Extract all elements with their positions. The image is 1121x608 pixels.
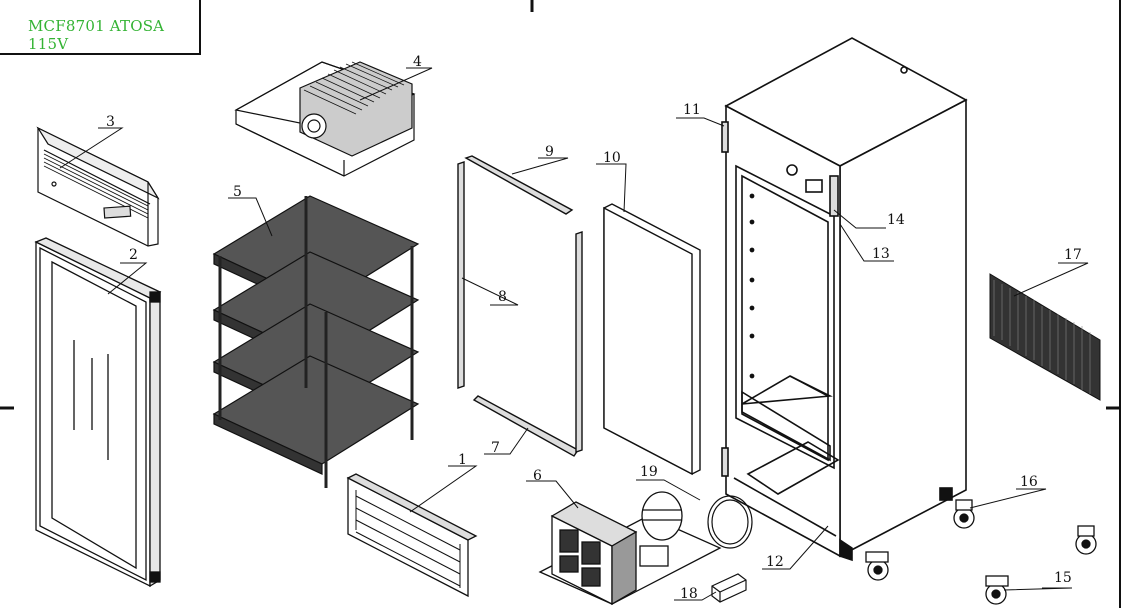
callout-9: 9 [545, 144, 554, 160]
caster-a [953, 499, 975, 529]
caster-d [985, 575, 1009, 605]
caster-b [1075, 525, 1097, 555]
callout-4: 4 [413, 54, 422, 70]
callout-13: 13 [872, 246, 890, 262]
callout-12: 12 [766, 554, 784, 570]
part-wire-shelves [212, 195, 420, 488]
part-condensing-unit [538, 491, 722, 606]
callout-14: 14 [887, 212, 905, 228]
part-casters [865, 499, 1097, 605]
title-block: MCF8701 ATOSA 115V [0, 0, 201, 55]
part-control-panel [36, 126, 160, 247]
callout-19: 19 [640, 464, 658, 480]
part-small-box [711, 573, 747, 603]
callout-2: 2 [129, 247, 138, 263]
part-tubing [707, 495, 753, 549]
callout-7: 7 [491, 440, 500, 456]
part-kickplate [346, 473, 478, 598]
callout-1: 1 [458, 452, 467, 468]
callout-6: 6 [533, 468, 542, 484]
callout-15: 15 [1054, 570, 1072, 586]
callout-17: 17 [1064, 247, 1082, 263]
part-rear-grille [989, 273, 1101, 401]
callout-8: 8 [498, 289, 507, 305]
callout-3: 3 [106, 114, 115, 130]
part-glass-panel [603, 203, 701, 476]
part-evaporator [234, 61, 416, 177]
caster-c [865, 551, 889, 581]
callout-18: 18 [680, 586, 698, 602]
leader-lines [59, 67, 1089, 601]
part-glass-frame [457, 155, 583, 457]
part-door [34, 237, 162, 588]
part-cabinet [721, 37, 968, 562]
model-title: MCF8701 ATOSA 115V [28, 17, 165, 53]
callout-10: 10 [603, 150, 621, 166]
frame-marks [0, 0, 1121, 410]
top-strip [464, 155, 574, 215]
side-strip [457, 161, 465, 389]
callout-5: 5 [233, 184, 242, 200]
callout-16: 16 [1020, 474, 1038, 490]
callout-11: 11 [683, 102, 701, 118]
